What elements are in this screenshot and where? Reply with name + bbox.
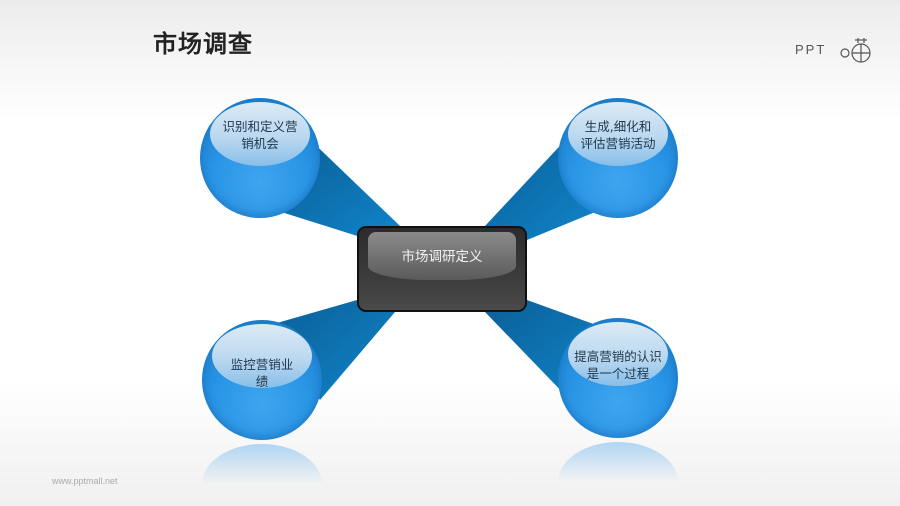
sphere-gloss — [568, 102, 668, 166]
node-top-right: 生成,细化和 评估营销活动 — [558, 98, 678, 218]
footer-url: www.pptmall.net — [52, 476, 118, 486]
sphere-gloss — [568, 322, 668, 386]
sphere-gloss — [212, 324, 312, 388]
ppt-logo: PPT — [795, 36, 875, 66]
page-title: 市场调查 — [153, 30, 253, 58]
node-label: 监控营销业 绩 — [230, 357, 294, 389]
sphere-gloss — [210, 102, 310, 166]
center-label: 市场调研定义 — [401, 249, 483, 265]
node-label: 识别和定义营 销机会 — [222, 119, 298, 151]
node-bottom-left: 监控营销业 绩 — [202, 320, 322, 440]
node-bottom-right: 提高营销的认识 是一个过程 — [558, 318, 678, 438]
connector-bottom-left — [270, 300, 395, 400]
logo-text: PPT — [795, 42, 827, 57]
node-label: 提高营销的认识 是一个过程 — [574, 349, 662, 381]
node-label: 生成,细化和 评估营销活动 — [580, 119, 656, 151]
center-node: 市场调研定义 — [357, 226, 527, 312]
center-gloss — [368, 232, 516, 280]
node-top-left: 识别和定义营 销机会 — [200, 98, 320, 218]
ppt-logo-icon — [840, 38, 871, 63]
